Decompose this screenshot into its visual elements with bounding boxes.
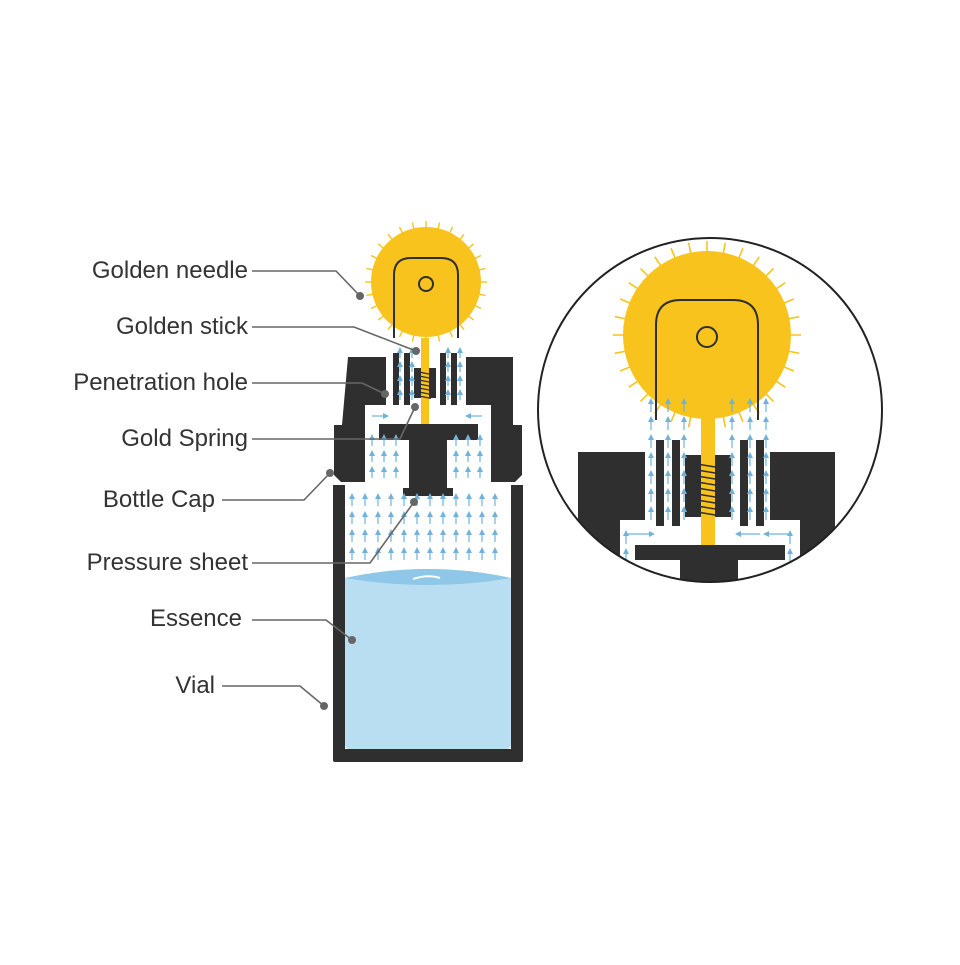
golden-needle-roller [365,221,487,343]
label-bottle-cap: Bottle Cap [102,486,215,513]
pressure-sheet-shape [379,424,478,494]
spring-coil-line [696,475,720,481]
spring-coil-line [418,383,432,387]
spring-coil-line [418,371,432,375]
label-golden-needle: Golden needle [91,257,248,284]
roller-frame [393,257,459,338]
golden-needle-disc [371,227,481,337]
essence-liquid [345,569,511,749]
label-penetration-hole: Penetration hole [73,369,248,396]
spring-coil-line [418,395,432,399]
spring-coil-line [696,487,720,493]
spring-coil-line [696,511,720,517]
spring-coil-line [696,481,720,487]
spring-coil-line [696,499,720,505]
zoom-roller-frame [655,299,759,420]
golden-stick-shape [421,338,429,426]
zoom-golden-stick [701,418,715,546]
zoom-detail [537,237,883,583]
pressure-arrows [349,347,498,560]
spring-coil-line [418,375,432,379]
roller-axle [418,276,434,292]
vial-assembly [333,221,523,762]
gold-spring-coil [418,371,432,399]
spring-coil-line [418,379,432,383]
label-pressure-sheet: Pressure sheet [86,549,248,576]
label-vial: Vial [175,672,215,699]
leader-dots [320,292,420,710]
spring-coil-line [696,493,720,499]
leader-lines [222,270,417,707]
spring-coil-line [696,463,720,469]
spring-coil-line [696,505,720,511]
spring-coil-line [418,391,432,395]
label-gold-spring: Gold Spring [121,425,248,452]
zoom-needle-disc [623,251,791,419]
zoom-circle-border [537,237,883,583]
spring-coil-line [696,469,720,475]
label-essence: Essence [149,605,242,632]
zoom-pressure-sheet [635,545,785,582]
label-golden-stick: Golden stick [115,313,248,340]
spring-coil-line [418,387,432,391]
